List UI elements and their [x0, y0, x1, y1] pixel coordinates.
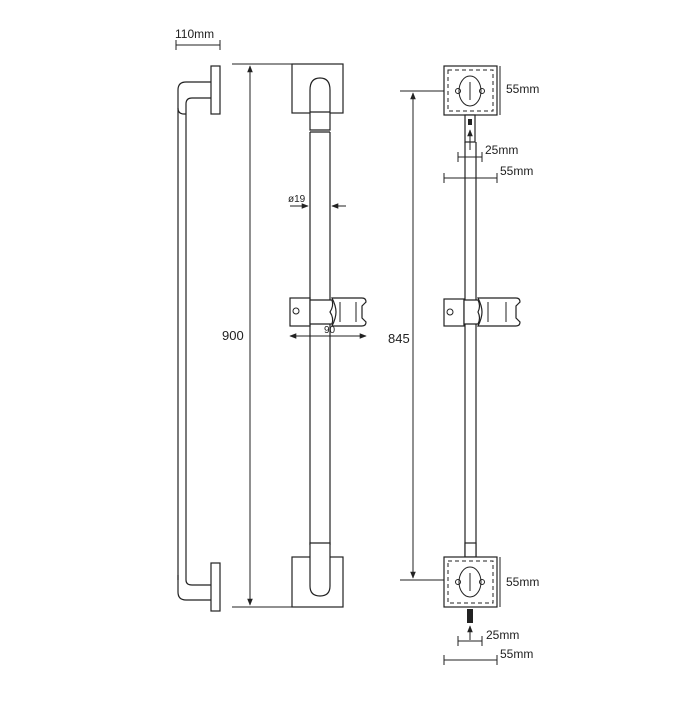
bar-diameter-label: ø19 [288, 194, 306, 205]
bracket-width-bottom-label: 55mm [500, 647, 533, 661]
rear-view: 845 55mm 25mm 55mm [388, 65, 539, 665]
side-view: 110mm [175, 27, 221, 612]
front-view: 900 ø19 90 [222, 63, 367, 608]
slider-width-label: 90 [324, 325, 336, 336]
overall-height-label: 900 [222, 328, 244, 343]
top-bracket [443, 65, 498, 150]
bracket-width-top-label: 55mm [500, 164, 533, 178]
front-slider [289, 297, 367, 327]
bottom-bracket [443, 542, 498, 640]
side-top-arm [177, 81, 211, 115]
screw-offset-bottom-label: 25mm [486, 628, 519, 642]
fixing-centres-label: 845 [388, 331, 410, 346]
screw-offset-top-label: 25mm [485, 143, 518, 157]
side-bottom-wall-plate [210, 562, 221, 612]
front-top-hook [309, 77, 331, 131]
depth-label: 110mm [175, 27, 214, 41]
side-top-wall-plate [210, 65, 221, 115]
side-bottom-arm [185, 572, 211, 586]
bracket-bottom-size-label: 55mm [506, 575, 539, 589]
front-bottom-hook [309, 542, 331, 597]
rear-slider [443, 297, 521, 327]
bracket-top-size-label: 55mm [506, 82, 539, 96]
